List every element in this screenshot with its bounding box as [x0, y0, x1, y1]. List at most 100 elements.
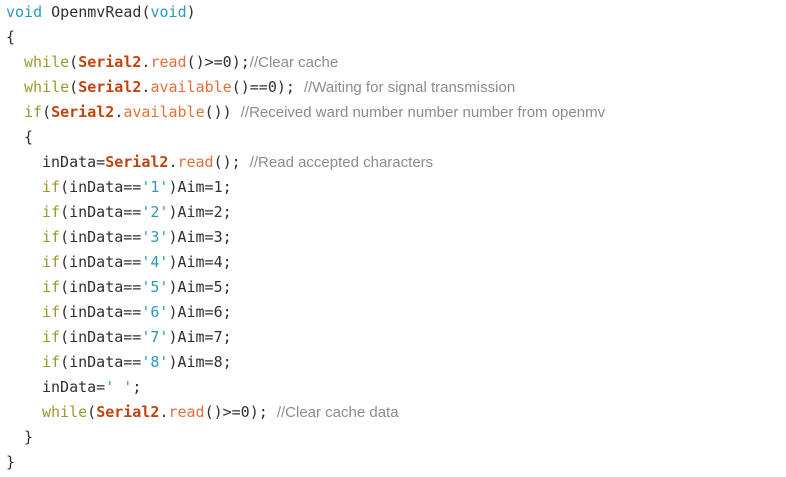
code-line: if(inData=='4')Aim=4; — [0, 250, 786, 275]
code-token-punct: ( — [69, 78, 79, 96]
code-token-object: Serial2 — [51, 103, 115, 121]
code-token-plain: Aim=5; — [177, 278, 232, 296]
code-token-punct: ; — [132, 378, 142, 396]
code-line: while(Serial2.read()>=0); //Clear cache … — [0, 400, 786, 425]
code-token-punct: (inData== — [60, 353, 142, 371]
code-token-punct: ()>=0); — [204, 403, 277, 421]
code-token-punct: } — [24, 428, 34, 446]
code-token-punct: ) — [168, 253, 178, 271]
code-line: while(Serial2.available()==0); //Waiting… — [0, 75, 786, 100]
code-token-punct: ( — [69, 53, 79, 71]
code-token-punct: ) — [168, 303, 178, 321]
code-token-method: available — [150, 78, 232, 96]
code-token-object: Serial2 — [105, 153, 169, 171]
code-line: } — [0, 425, 786, 450]
code-token-plain: Aim=4; — [177, 253, 232, 271]
code-token-punct: (inData== — [60, 303, 142, 321]
code-token-punct: (inData== — [60, 203, 142, 221]
code-token-punct: ( — [42, 103, 52, 121]
code-token-object: Serial2 — [96, 403, 160, 421]
code-token-punct: ) — [168, 353, 178, 371]
code-token-keyword: if — [42, 328, 61, 346]
code-token-type: void — [150, 3, 187, 21]
code-token-punct: (inData== — [60, 178, 142, 196]
code-token-char: '3' — [141, 228, 169, 246]
code-token-punct: ()>=0); — [186, 53, 250, 71]
code-line: while(Serial2.read()>=0);//Clear cache — [0, 50, 786, 75]
code-token-object: Serial2 — [78, 53, 142, 71]
code-token-punct: (inData== — [60, 228, 142, 246]
code-token-plain: inData= — [42, 378, 106, 396]
code-line: void OpenmvRead(void) — [0, 0, 786, 25]
code-line: inData=' '; — [0, 375, 786, 400]
code-token-comment: //Read accepted characters — [249, 154, 434, 171]
code-token-punct: . — [141, 53, 151, 71]
code-token-plain: Aim=7; — [177, 328, 232, 346]
code-token-punct: (); — [213, 153, 250, 171]
code-token-punct: . — [168, 153, 178, 171]
code-line: if(inData=='5')Aim=5; — [0, 275, 786, 300]
code-token-plain: Aim=6; — [177, 303, 232, 321]
code-token-method: read — [168, 403, 205, 421]
code-token-keyword: if — [42, 203, 61, 221]
code-token-punct: ) — [168, 228, 178, 246]
code-token-punct: ) — [168, 203, 178, 221]
code-token-char: '1' — [141, 178, 169, 196]
code-token-punct: . — [141, 78, 151, 96]
code-token-type: void — [6, 3, 43, 21]
code-token-comment: //Clear cache — [249, 54, 339, 71]
code-token-method: read — [177, 153, 214, 171]
code-token-plain: Aim=8; — [177, 353, 232, 371]
code-token-keyword: if — [42, 303, 61, 321]
code-token-char: '5' — [141, 278, 169, 296]
code-token-char: '4' — [141, 253, 169, 271]
code-line: if(inData=='7')Aim=7; — [0, 325, 786, 350]
code-token-punct: . — [114, 103, 124, 121]
code-token-comment: //Received ward number number number fro… — [240, 104, 606, 121]
code-token-char: '2' — [141, 203, 169, 221]
code-token-punct: (inData== — [60, 253, 142, 271]
code-token-char: '6' — [141, 303, 169, 321]
code-token-plain: OpenmvRead — [42, 3, 142, 21]
code-token-plain: Aim=3; — [177, 228, 232, 246]
code-token-char: '7' — [141, 328, 169, 346]
code-token-punct: (inData== — [60, 328, 142, 346]
code-token-object: Serial2 — [78, 78, 142, 96]
code-line: if(inData=='3')Aim=3; — [0, 225, 786, 250]
code-token-keyword: if — [42, 353, 61, 371]
code-token-punct: . — [159, 403, 169, 421]
code-token-keyword: if — [24, 103, 43, 121]
code-token-char: ' ' — [105, 378, 133, 396]
code-token-punct: { — [24, 128, 34, 146]
code-token-punct: (inData== — [60, 278, 142, 296]
code-line: if(inData=='1')Aim=1; — [0, 175, 786, 200]
code-line: inData=Serial2.read(); //Read accepted c… — [0, 150, 786, 175]
code-token-plain: inData= — [42, 153, 106, 171]
code-token-keyword: if — [42, 278, 61, 296]
code-token-plain: Aim=2; — [177, 203, 232, 221]
code-token-punct: ()) — [204, 103, 241, 121]
code-token-punct: ()==0); — [231, 78, 304, 96]
code-token-keyword: if — [42, 253, 61, 271]
code-token-punct: ) — [168, 328, 178, 346]
code-line: if(inData=='8')Aim=8; — [0, 350, 786, 375]
code-token-keyword: if — [42, 228, 61, 246]
code-token-char: '8' — [141, 353, 169, 371]
code-line: if(inData=='6')Aim=6; — [0, 300, 786, 325]
code-line: { — [0, 25, 786, 50]
code-token-method: available — [123, 103, 205, 121]
code-token-method: read — [150, 53, 187, 71]
code-token-punct: ) — [168, 178, 178, 196]
code-token-punct: ( — [87, 403, 97, 421]
code-token-punct: ) — [186, 3, 196, 21]
code-token-punct: ( — [141, 3, 151, 21]
code-token-keyword: while — [42, 403, 88, 421]
code-token-plain: Aim=1; — [177, 178, 232, 196]
code-token-punct: ) — [168, 278, 178, 296]
code-token-keyword: while — [24, 53, 70, 71]
code-token-keyword: if — [42, 178, 61, 196]
code-token-comment: //Waiting for signal transmission — [303, 79, 516, 96]
code-token-keyword: while — [24, 78, 70, 96]
code-token-punct: } — [6, 453, 16, 471]
